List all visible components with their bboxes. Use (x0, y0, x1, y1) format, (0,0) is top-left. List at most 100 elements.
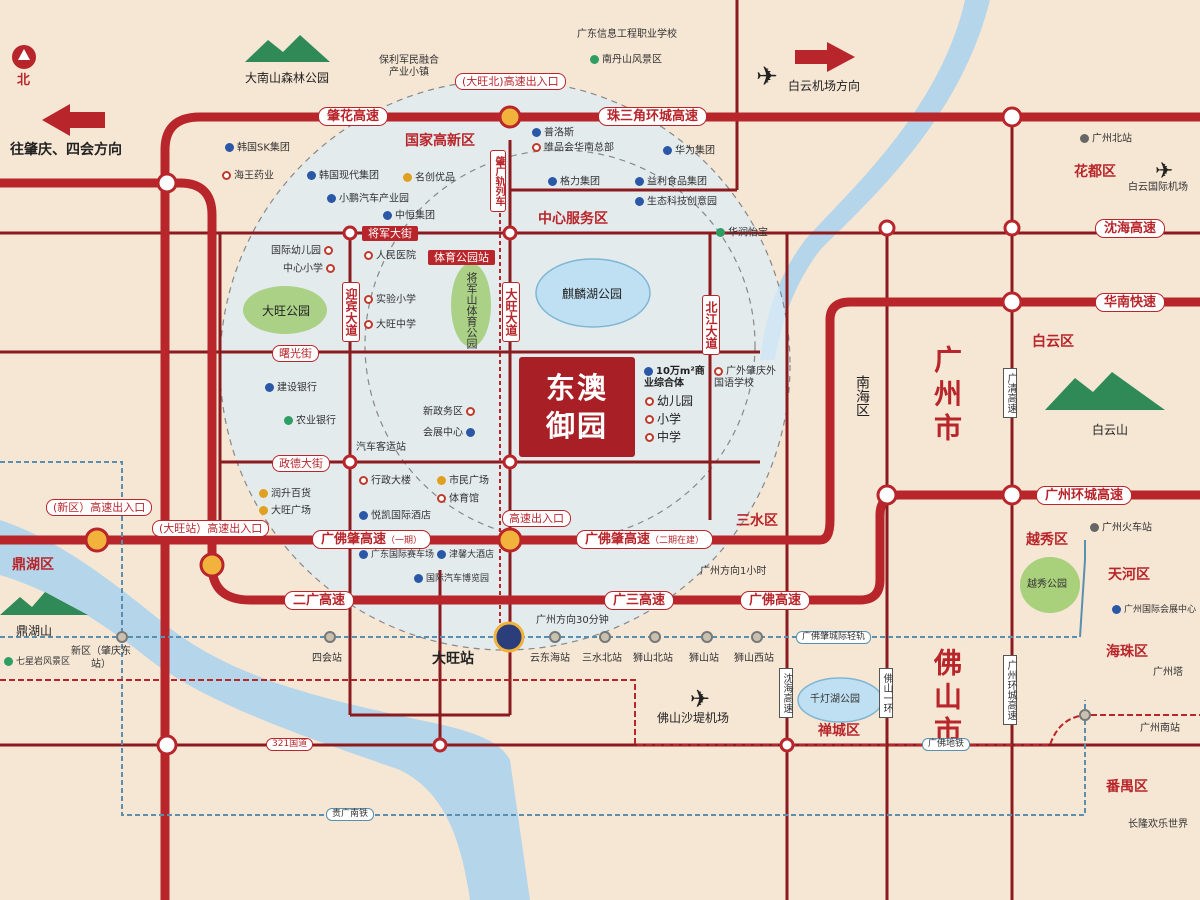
street-zhengde: 政德大街 (272, 455, 330, 472)
poi-auto-expo: 国际汽车博览园 (414, 574, 489, 584)
station-xinqu: 新区（肇庆东站） (71, 646, 131, 670)
west-arrow (42, 104, 105, 136)
poi-hanguo: 韩国现代集团 (307, 171, 379, 182)
poi-huawei: 华为集团 (663, 146, 715, 157)
poi-hospital: 人民医院 (364, 251, 416, 262)
poi-hospital-label: 人民医院 (376, 250, 416, 262)
poi-gz-station: 广州火车站 (1090, 523, 1152, 534)
poi-geli: 格力集团 (548, 177, 600, 188)
baiyunshan-mountain (1045, 372, 1165, 410)
district-chancheng: 禅城区 (818, 723, 860, 739)
city-guangzhou: 广州市 (930, 345, 963, 447)
exit-dawangbei: (大旺北)高速出入口 (455, 73, 566, 90)
poi-gz-tower: 广州塔 (1153, 668, 1183, 678)
poi-huawei-label: 华为集团 (675, 145, 715, 157)
poi-huarun-label: 华润怡宝 (728, 227, 768, 239)
road-shenhai-v: 沈海高速 (779, 668, 793, 718)
poi-yili-label: 益利食品集团 (647, 176, 707, 188)
highway-gfz-phase1-name: 广佛肇高速 (321, 532, 387, 547)
plane-icon: ✈ (690, 685, 710, 713)
poi-shengtai-label: 生态科技创意园 (647, 196, 717, 208)
poi-primary-label: 小学 (657, 412, 682, 426)
poi-qixingyan: 七星岩风景区 (4, 657, 70, 667)
poi-shiyan: 实验小学 (364, 295, 416, 306)
park-qilin: 麒麟湖公园 (562, 287, 623, 301)
poi-mingchuang-label: 名创优品 (415, 172, 455, 184)
poi-commerce-label: 10万m²商业综合体 (644, 366, 705, 389)
poi-yuehang-label: 悦凯国际酒店 (371, 510, 431, 522)
highway-guangsan: 广三高速 (604, 591, 675, 610)
park-dawang: 大旺公园 (262, 304, 311, 318)
station-yundong: 云东海站 (530, 653, 570, 664)
park-dinghushan: 鼎湖山 (16, 624, 53, 638)
poi-jinjiang: 津馨大酒店 (437, 550, 494, 560)
poi-xinzheng: 新政务区 (423, 407, 478, 418)
poi-runkai: 润升百货 (259, 489, 311, 500)
poi-puluosi: 普洛斯 (532, 128, 574, 139)
station-sihui: 四会站 (312, 653, 342, 664)
poi-xiaopeng-label: 小鹏汽车产业园 (339, 193, 409, 205)
poi-bus-station: 汽车客运站 (356, 443, 406, 453)
poi-dawang-plaza: 大旺广场 (259, 506, 311, 517)
district-cbd: 中心服务区 (538, 211, 608, 227)
district-tianhe: 天河区 (1108, 567, 1150, 583)
rail-gf-metro: 广佛地铁 (922, 738, 971, 751)
poi-gz-expo: 广州国际会展中心 (1112, 605, 1196, 615)
street-zhaoguang: 肇广轨列车 (490, 150, 506, 212)
poi-baiyun-airport: 白云国际机场 (1128, 183, 1188, 193)
rail-gfz: 广佛肇城际轻轨 (796, 631, 872, 644)
street-shuguang: 曙光街 (272, 345, 319, 362)
inner-ring (364, 149, 756, 541)
road-gz-ring-v: 广州环城高速 (1003, 655, 1017, 725)
west-direction: 往肇庆、四会方向 (10, 142, 122, 158)
district-panyu: 番禺区 (1106, 779, 1148, 795)
poi-gd-racing-label: 广东国际赛车场 (371, 550, 435, 560)
highway-gfz-phase2: 广佛肇高速（二期在建） (576, 530, 714, 549)
highway-g321: 321国道 (266, 738, 314, 751)
yuexiu-park-shape (1020, 557, 1080, 613)
poi-changlong: 长隆欢乐世界 (1128, 820, 1188, 830)
poi-tiyuguan: 体育馆 (437, 494, 479, 505)
poi-geli-label: 格力集团 (560, 176, 600, 188)
poi-zhongheng: 中恒集团 (383, 211, 435, 222)
poi-intl-kg-label: 国际幼儿园 (271, 245, 321, 257)
poi-haiwang: 海王药业 (222, 171, 274, 182)
qilin-lake (535, 258, 651, 328)
station-sanshuibei: 三水北站 (582, 653, 622, 664)
highway-zhaohua: 肇花高速 (318, 107, 389, 126)
station-shishan: 狮山站 (689, 653, 719, 664)
poi-hanguo-label: 韩国现代集团 (319, 170, 379, 182)
district-dinghu: 鼎湖区 (12, 557, 54, 573)
poi-baoli: 保利军民融合产业小镇 (377, 55, 441, 79)
poi-gz-tower-label: 广州塔 (1153, 667, 1183, 678)
poi-xingzheng-label: 行政大楼 (371, 475, 411, 487)
highway-zhusanjiao: 珠三角环城高速 (598, 107, 708, 126)
poi-dw-middle: 大旺中学 (364, 320, 416, 331)
district-nanhai: 南海区 (854, 375, 870, 417)
gz-1h-direction: 广州方向1小时 (700, 566, 767, 577)
district-yuexiu: 越秀区 (1026, 532, 1068, 548)
poi-weipin: 唯品会华南总部 (532, 143, 614, 154)
dawang-station-icon (493, 621, 525, 653)
poi-dw-middle-label: 大旺中学 (376, 319, 416, 331)
poi-bus-station-label: 汽车客运站 (356, 442, 406, 453)
highway-gfz-phase2-note: （二期在建） (650, 536, 705, 546)
poi-yuehang: 悦凯国际酒店 (359, 511, 431, 522)
district-sanshui: 三水区 (736, 513, 778, 529)
poi-huizhan: 会展中心 (423, 428, 478, 439)
poi-shiyan-label: 实验小学 (376, 294, 416, 306)
poi-foshan-airport: 佛山沙堤机场 (657, 712, 729, 724)
poi-nongye-label: 农业银行 (296, 415, 336, 427)
poi-weipin-label: 唯品会华南总部 (544, 142, 614, 154)
project-name-line1: 东澳 (545, 371, 608, 405)
park-jiangjun: 将军山体育公园 (465, 272, 478, 349)
highway-huanan: 华南快速 (1095, 293, 1166, 312)
highway-gfz-phase1-note: （一期） (386, 536, 423, 546)
highway-gfz-phase2-name: 广佛肇高速 (585, 532, 651, 547)
highway-erguang: 二广高速 (284, 591, 355, 610)
highway-gfz-phase1: 广佛肇高速（一期） (312, 530, 432, 549)
poi-nandan-label: 南丹山风景区 (602, 54, 662, 66)
plane-icon: ✈ (756, 62, 778, 92)
poi-yili: 益利食品集团 (635, 177, 707, 188)
exit-dawangzhan: (大旺站）高速出入口 (152, 520, 270, 537)
